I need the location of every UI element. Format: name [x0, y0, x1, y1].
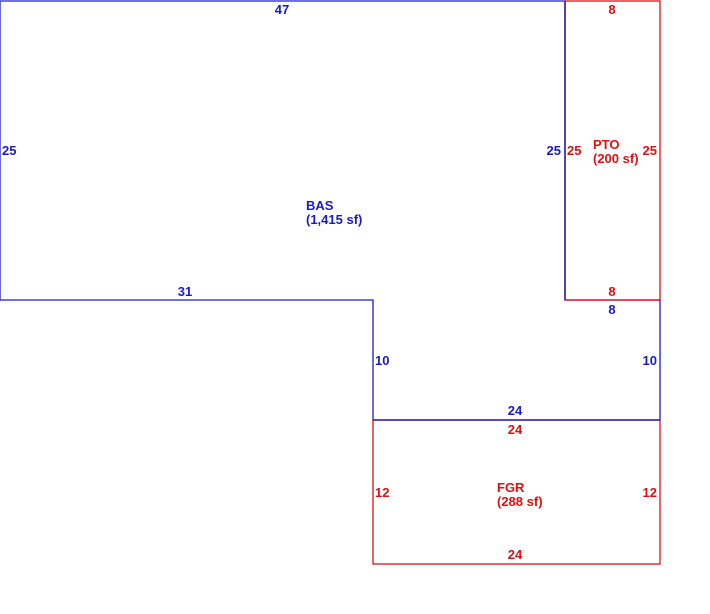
fgr-right-dimension: 12: [643, 485, 657, 500]
fgr-top-dimension: 24: [508, 422, 523, 437]
pto-top-dimension: 8: [608, 2, 615, 17]
fgr-area-label: (288 sf): [497, 494, 543, 509]
pto-bottom-dimension: 8: [608, 284, 615, 299]
bas-top-dimension: 47: [275, 2, 289, 17]
fgr-code-label: FGR: [497, 480, 525, 495]
pto-left-dimension: 25: [567, 143, 581, 158]
bas-area-label: (1,415 sf): [306, 212, 362, 227]
pto-area-label: (200 sf): [593, 151, 639, 166]
bas-step-right-dimension: 10: [643, 353, 657, 368]
bas-left-dimension: 25: [2, 143, 16, 158]
fgr-bottom-dimension: 24: [508, 547, 523, 562]
bas-code-label: BAS: [306, 198, 334, 213]
fgr-left-dimension: 12: [375, 485, 389, 500]
bas-bottom-dimension: 31: [178, 284, 192, 299]
bas-inner-right-dimension: 25: [547, 143, 561, 158]
pto-right-dimension: 25: [643, 143, 657, 158]
bas-lower-bottom-dimension: 24: [508, 403, 523, 418]
bas-right-bottom-dimension: 8: [608, 302, 615, 317]
bas-step-vertical-dimension: 10: [375, 353, 389, 368]
pto-code-label: PTO: [593, 137, 620, 152]
